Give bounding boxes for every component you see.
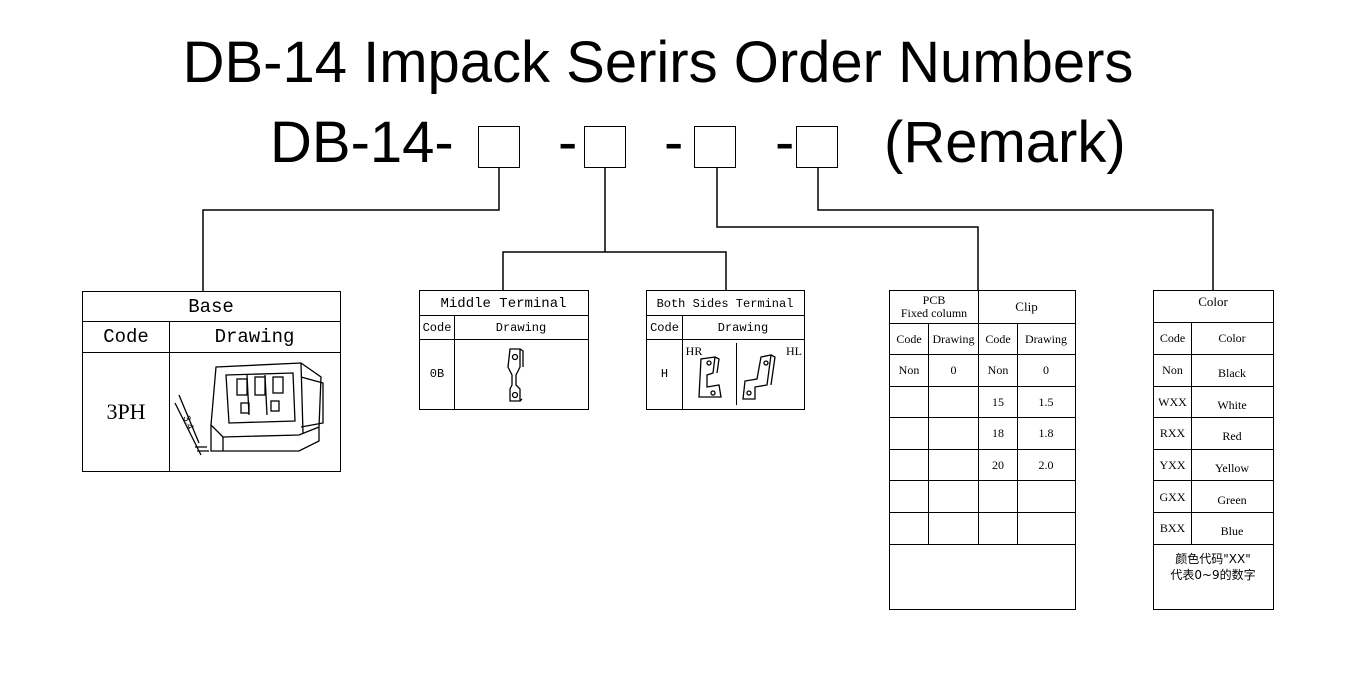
color-note-line2: 代表0~9的数字 (1170, 568, 1256, 582)
middle-terminal-table: Middle Terminal Code Drawing 0B (419, 290, 589, 410)
side-terminal-col-code: Code (650, 320, 679, 335)
color-note-line1: 颜色代码"XX" (1175, 552, 1251, 566)
clip-header: Clip (1015, 299, 1038, 314)
color-name-cell: Blue (1220, 524, 1244, 539)
pcb-header-line1: PCB (922, 293, 946, 307)
clip-col-code: Code (985, 331, 1011, 346)
connector-terminal-branch (502, 251, 727, 290)
pcb-clip-cell (890, 513, 928, 545)
pcb-clip-cell (929, 387, 978, 419)
slot-base (478, 126, 520, 168)
base-dimension: 3.4 (180, 414, 195, 431)
pcb-clip-cell (979, 513, 1017, 545)
pcb-clip-cell (929, 481, 978, 513)
pcb-col-code: Code (896, 331, 922, 346)
color-name-cell: Yellow (1214, 461, 1250, 476)
color-name-cell: White (1217, 397, 1247, 412)
pcb-clip-cell (890, 481, 928, 513)
pcb-clip-cell: 2.0 (1038, 458, 1054, 473)
base-table: Base Code Drawing 3PH 3.4 (82, 291, 341, 472)
connector-pcb-clip (716, 168, 979, 290)
clip-col-drawing: Drawing (1025, 331, 1067, 346)
pcb-clip-cell (979, 481, 1017, 513)
base-col-drawing: Drawing (214, 326, 295, 348)
color-code-cell: Non (1162, 363, 1183, 378)
color-name-cell: Red (1222, 429, 1242, 444)
side-terminal-hr-drawing (698, 356, 722, 398)
pcb-clip-cell: 18 (992, 426, 1004, 441)
order-code-separator-2: - (664, 110, 684, 175)
pcb-clip-cell: Non (987, 363, 1009, 378)
side-terminal-label-hl: HL (786, 343, 802, 358)
pcb-header: PCB Fixed column (890, 291, 978, 323)
base-col-code: Code (103, 326, 149, 348)
middle-terminal-drawing (507, 348, 524, 402)
order-code: DB-14- - - - (Remark) (0, 108, 1345, 183)
order-code-prefix: DB-14- (270, 110, 454, 175)
side-terminal-col-drawing: Drawing (717, 320, 769, 335)
color-code-cell: GXX (1159, 489, 1186, 504)
base-connector-drawing: 3.4 (174, 362, 324, 456)
color-note: 颜色代码"XX" 代表0~9的数字 (1154, 549, 1272, 585)
color-name-cell: Green (1217, 492, 1247, 507)
pcb-clip-cell (890, 418, 928, 450)
color-col-code: Code (1159, 331, 1186, 345)
color-code-cell: RXX (1159, 426, 1186, 441)
order-code-remark: (Remark) (884, 110, 1126, 175)
pcb-clip-cell (1018, 481, 1074, 513)
side-terminal-hl-drawing (742, 354, 776, 400)
page-title: DB-14 Impack Serirs Order Numbers (182, 30, 1134, 95)
middle-terminal-col-code: Code (422, 320, 452, 335)
middle-terminal-code-value: 0B (429, 367, 445, 381)
side-terminal-code-value: H (660, 367, 669, 381)
pcb-clip-cell (929, 418, 978, 450)
color-name-cell: Black (1218, 366, 1246, 381)
color-code-cell: BXX (1159, 521, 1186, 536)
pcb-clip-cell (929, 513, 978, 545)
slot-terminal (584, 126, 626, 168)
base-code-value: 3PH (106, 398, 146, 424)
color-code-cell: WXX (1158, 394, 1187, 409)
pcb-clip-cell: 0 (1043, 363, 1049, 378)
color-header: Color (1198, 294, 1228, 309)
middle-terminal-header: Middle Terminal (440, 295, 567, 312)
pcb-clip-cell: 1.5 (1038, 394, 1054, 409)
pcb-clip-cell: 1.8 (1038, 426, 1054, 441)
base-header: Base (188, 296, 234, 318)
pcb-clip-cell: 15 (992, 394, 1004, 409)
pcb-clip-table: PCB Fixed column Clip Code Drawing Code … (889, 290, 1076, 610)
pcb-col-drawing: Drawing (932, 331, 975, 346)
pcb-clip-cell: Non (898, 363, 920, 378)
middle-terminal-col-drawing: Drawing (495, 320, 547, 335)
pcb-clip-cell (929, 450, 978, 482)
connector-color (817, 168, 1214, 290)
pcb-clip-cell (1018, 513, 1074, 545)
pcb-header-line2: Fixed column (900, 306, 968, 320)
color-col-color: Color (1218, 331, 1246, 345)
pcb-clip-cell: 0 (950, 363, 957, 378)
pcb-clip-cell (890, 450, 928, 482)
pcb-clip-cell (890, 387, 928, 419)
slot-pcb-clip (694, 126, 736, 168)
order-code-separator-1: - (558, 110, 578, 175)
slot-color (796, 126, 838, 168)
side-terminal-table: Both Sides Terminal Code Drawing H HR HL (646, 290, 805, 410)
connector-base (202, 168, 500, 292)
side-terminal-label-hr: HR (685, 343, 703, 358)
color-code-cell: YXX (1159, 458, 1186, 473)
side-terminal-header: Both Sides Terminal (656, 296, 794, 311)
pcb-clip-cell: 20 (992, 458, 1004, 473)
order-code-separator-3: - (775, 110, 795, 175)
